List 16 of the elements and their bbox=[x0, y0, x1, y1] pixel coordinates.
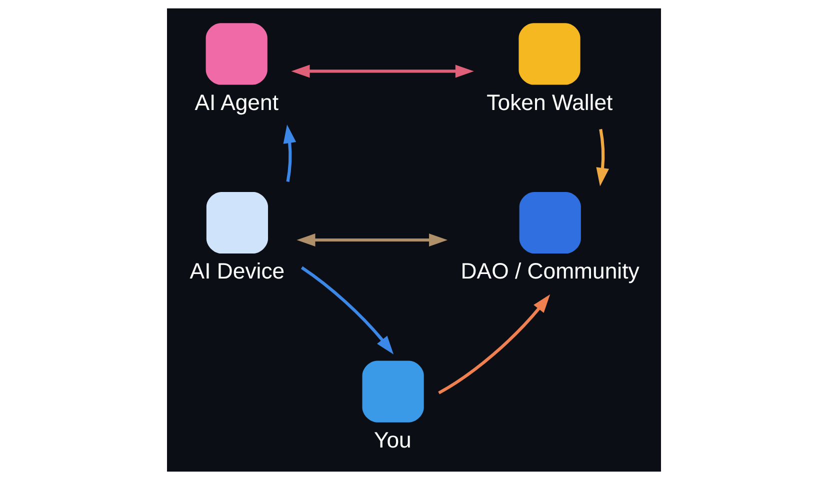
arrow bbox=[290, 64, 474, 78]
arrow bbox=[438, 294, 550, 394]
arrow bbox=[596, 128, 609, 186]
node-label: AI Agent bbox=[194, 90, 278, 115]
arrow bbox=[300, 266, 394, 354]
arrow bbox=[282, 124, 296, 182]
arrow bbox=[296, 234, 448, 246]
node-box bbox=[206, 192, 268, 254]
node-label: You bbox=[373, 427, 411, 452]
node-box bbox=[518, 192, 580, 254]
node-box bbox=[362, 360, 424, 422]
node-label: DAO / Community bbox=[460, 258, 639, 284]
node-label: AI Device bbox=[189, 258, 284, 284]
node-box bbox=[518, 23, 580, 85]
node-box bbox=[205, 23, 267, 85]
node-label: Token Wallet bbox=[486, 90, 612, 115]
